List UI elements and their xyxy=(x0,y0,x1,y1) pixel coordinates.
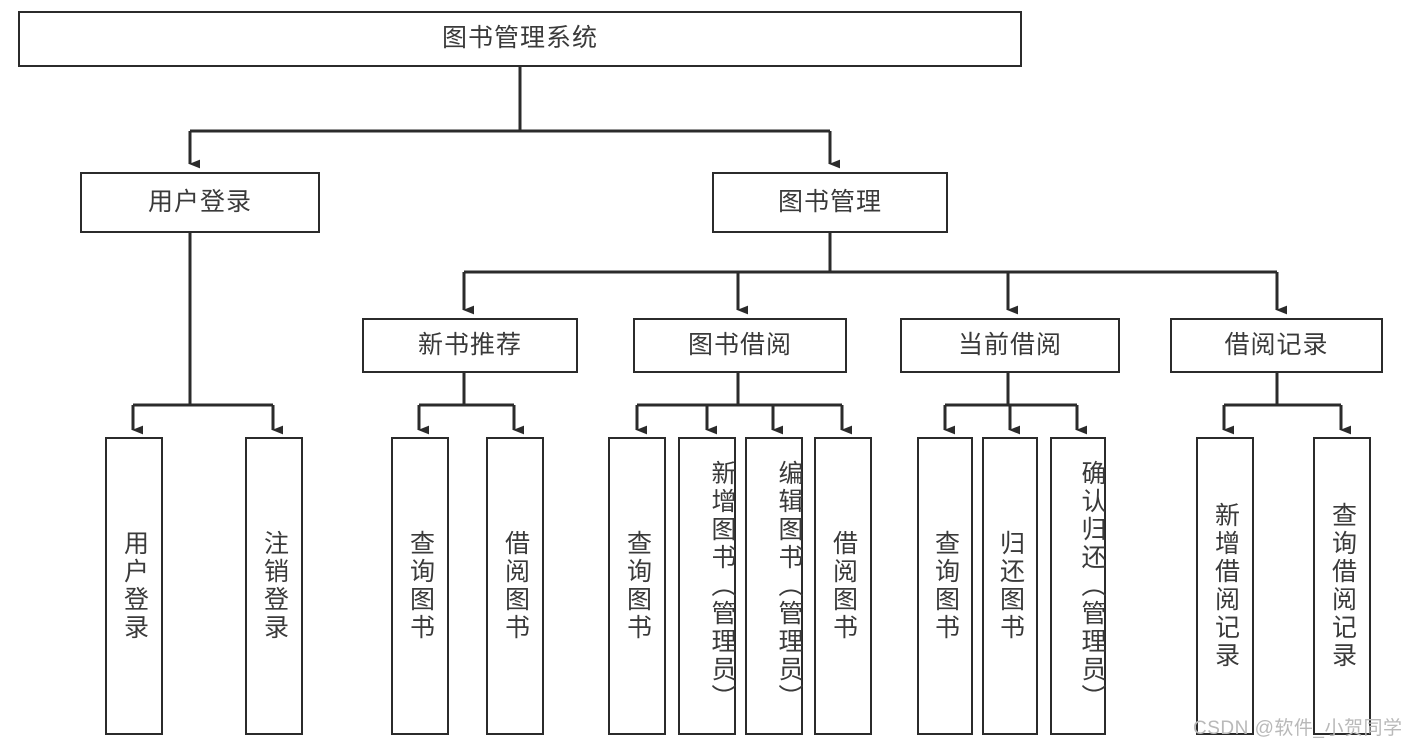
node-borrow-record[interactable]: 借阅记录 xyxy=(1170,318,1383,373)
leaf-query-book-borrow[interactable]: 查询图书 xyxy=(608,437,666,735)
leaf-confirm-return-admin[interactable]: 确认归还（管理员） xyxy=(1050,437,1106,735)
node-current-borrow[interactable]: 当前借阅 xyxy=(900,318,1120,373)
leaf-borrow-book-recommend[interactable]: 借阅图书 xyxy=(486,437,544,735)
leaf-logout[interactable]: 注销登录 xyxy=(245,437,303,735)
leaf-add-book-admin[interactable]: 新增图书（管理员） xyxy=(678,437,736,735)
leaf-return-book[interactable]: 归还图书 xyxy=(982,437,1038,735)
leaf-query-borrow-record[interactable]: 查询借阅记录 xyxy=(1313,437,1371,735)
node-book-borrow[interactable]: 图书借阅 xyxy=(633,318,847,373)
leaf-borrow-book[interactable]: 借阅图书 xyxy=(814,437,872,735)
node-book-management[interactable]: 图书管理 xyxy=(712,172,948,233)
leaf-add-borrow-record[interactable]: 新增借阅记录 xyxy=(1196,437,1254,735)
node-new-book-recommend[interactable]: 新书推荐 xyxy=(362,318,578,373)
node-user-login[interactable]: 用户登录 xyxy=(80,172,320,233)
node-root[interactable]: 图书管理系统 xyxy=(18,11,1022,67)
leaf-query-book-current[interactable]: 查询图书 xyxy=(917,437,973,735)
leaf-user-login[interactable]: 用户登录 xyxy=(105,437,163,735)
leaf-edit-book-admin[interactable]: 编辑图书（管理员） xyxy=(745,437,803,735)
leaf-query-book-recommend[interactable]: 查询图书 xyxy=(391,437,449,735)
